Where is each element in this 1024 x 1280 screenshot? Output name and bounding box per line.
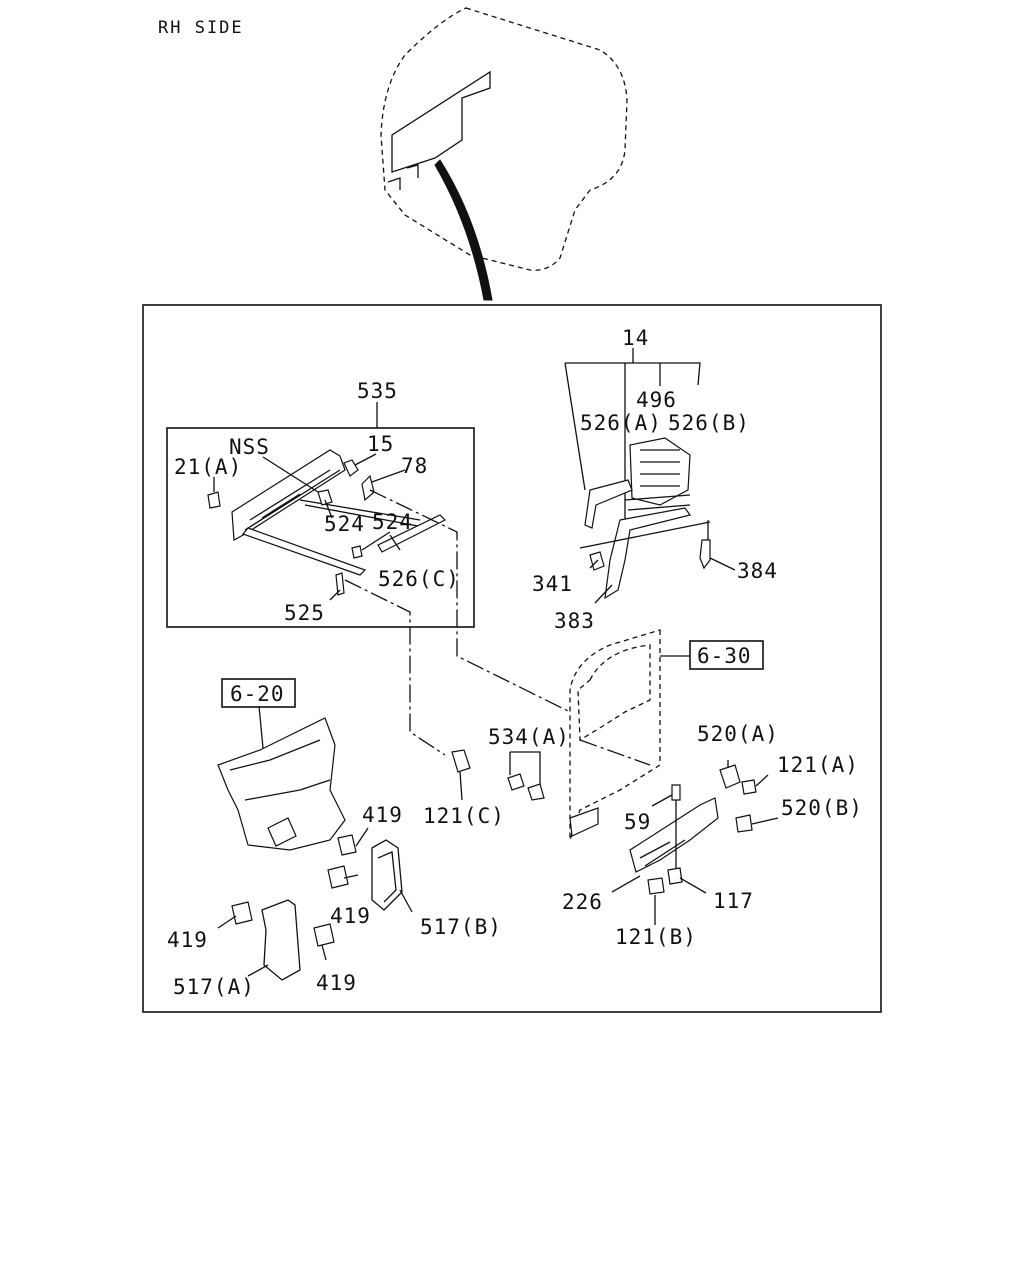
label-78: 78 xyxy=(401,454,428,478)
label-534a: 534(A) xyxy=(488,725,570,749)
rail-assembly xyxy=(207,449,447,596)
label-21a: 21(A) xyxy=(174,455,242,479)
label-121b: 121(B) xyxy=(615,925,697,949)
ref-box-6-30 xyxy=(689,640,764,670)
label-419-a: 419 xyxy=(362,803,403,827)
label-526c: 526(C) xyxy=(378,567,460,591)
panel-526-parts xyxy=(579,437,711,600)
label-nss: NSS xyxy=(229,435,270,459)
ref-6-20: 6-20 xyxy=(230,682,285,706)
label-520b: 520(B) xyxy=(781,796,863,820)
leaders-535-box xyxy=(213,453,406,601)
fender-6-20 xyxy=(217,705,346,851)
label-419-b: 419 xyxy=(330,904,371,928)
label-520a: 520(A) xyxy=(697,722,779,746)
parts-520-121-group xyxy=(611,760,779,925)
leaders-14-group xyxy=(589,557,736,604)
subassembly-box-535 xyxy=(166,427,475,628)
assembly-14-bracket xyxy=(564,348,701,520)
label-226: 226 xyxy=(562,890,603,914)
label-524-b: 524 xyxy=(372,510,413,534)
label-121c: 121(C) xyxy=(423,804,505,828)
label-14: 14 xyxy=(622,326,649,350)
label-526a: 526(A) xyxy=(580,411,662,435)
label-535: 535 xyxy=(357,379,398,403)
cab-outline-overview xyxy=(380,7,628,301)
label-526b: 526(B) xyxy=(668,411,750,435)
label-384: 384 xyxy=(737,559,778,583)
label-496: 496 xyxy=(636,388,677,412)
door-frame-6-30 xyxy=(569,629,690,841)
parts-534-121c xyxy=(451,749,545,801)
label-341: 341 xyxy=(532,572,573,596)
ref-6-30: 6-30 xyxy=(697,644,752,668)
parts-419-517 xyxy=(217,827,413,981)
label-419-d: 419 xyxy=(316,971,357,995)
label-524-a: 524 xyxy=(324,512,365,536)
ref-box-6-20 xyxy=(221,678,296,708)
label-59: 59 xyxy=(624,810,651,834)
label-517a: 517(A) xyxy=(173,975,255,999)
label-121a: 121(A) xyxy=(777,753,859,777)
label-517b: 517(B) xyxy=(420,915,502,939)
label-15: 15 xyxy=(367,432,394,456)
main-frame xyxy=(142,304,882,1013)
connection-lines xyxy=(344,489,651,766)
title-rh-side: RH SIDE xyxy=(158,18,244,38)
label-383: 383 xyxy=(554,609,595,633)
label-525: 525 xyxy=(284,601,325,625)
label-117: 117 xyxy=(713,889,754,913)
label-419-c: 419 xyxy=(167,928,208,952)
